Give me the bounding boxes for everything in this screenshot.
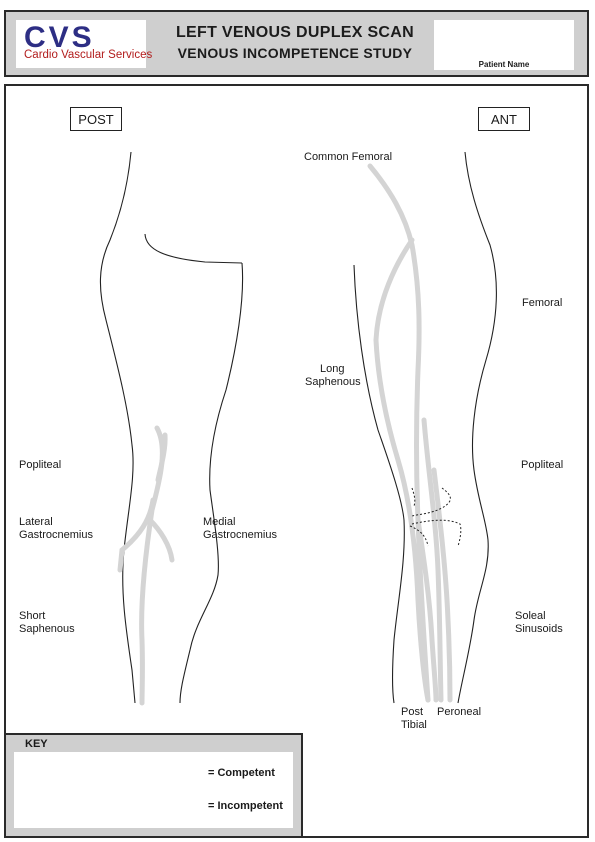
key-competent: = Competent [208,767,275,779]
posterior-veins [117,425,175,706]
label-soleal-sinusoids-2: Sinusoids [515,623,563,635]
page-title: LEFT VENOUS DUPLEX SCAN [175,24,415,41]
label-lateral-gastrocnemius-2: Gastrocnemius [19,529,93,541]
label-femoral: Femoral [522,297,563,309]
logo-subtitle: Cardio Vascular Services [24,49,153,61]
posterior-leg-outline [99,151,244,704]
key-title: KEY [25,738,48,750]
sinusoid-dotted-lines [409,487,462,547]
anterior-veins [367,163,453,703]
label-post-tibial-1: Post [401,706,424,718]
label-popliteal-post: Popliteal [19,459,62,471]
key-incompetent: = Incompetent [208,800,283,812]
label-popliteal-ant: Popliteal [521,459,564,471]
anterior-view-label: ANT [478,107,530,131]
patient-name-label: Patient Name [478,60,530,69]
label-post-tibial-2: Tibial [401,719,427,731]
page-subtitle: VENOUS INCOMPETENCE STUDY [177,45,413,61]
patient-name-field[interactable] [434,20,574,70]
label-peroneal: Peroneal [437,706,482,718]
label-short-saphenous-2: Saphenous [19,623,75,635]
label-medial-gastrocnemius-2: Gastrocnemius [203,529,277,541]
logo-text: CVS [24,21,95,54]
label-medial-gastrocnemius-1: Medial [203,516,236,528]
key-legend-area [14,752,293,828]
label-long-saphenous-1: Long [320,363,345,375]
label-soleal-sinusoids-1: Soleal [515,610,546,622]
label-long-saphenous-2: Saphenous [305,376,361,388]
posterior-view-label: POST [70,107,122,131]
label-common-femoral: Common Femoral [304,151,393,163]
label-short-saphenous-1: Short [19,610,46,622]
label-lateral-gastrocnemius-1: Lateral [19,516,53,528]
anterior-leg-outline [353,151,497,704]
cvs-logo [16,20,146,68]
